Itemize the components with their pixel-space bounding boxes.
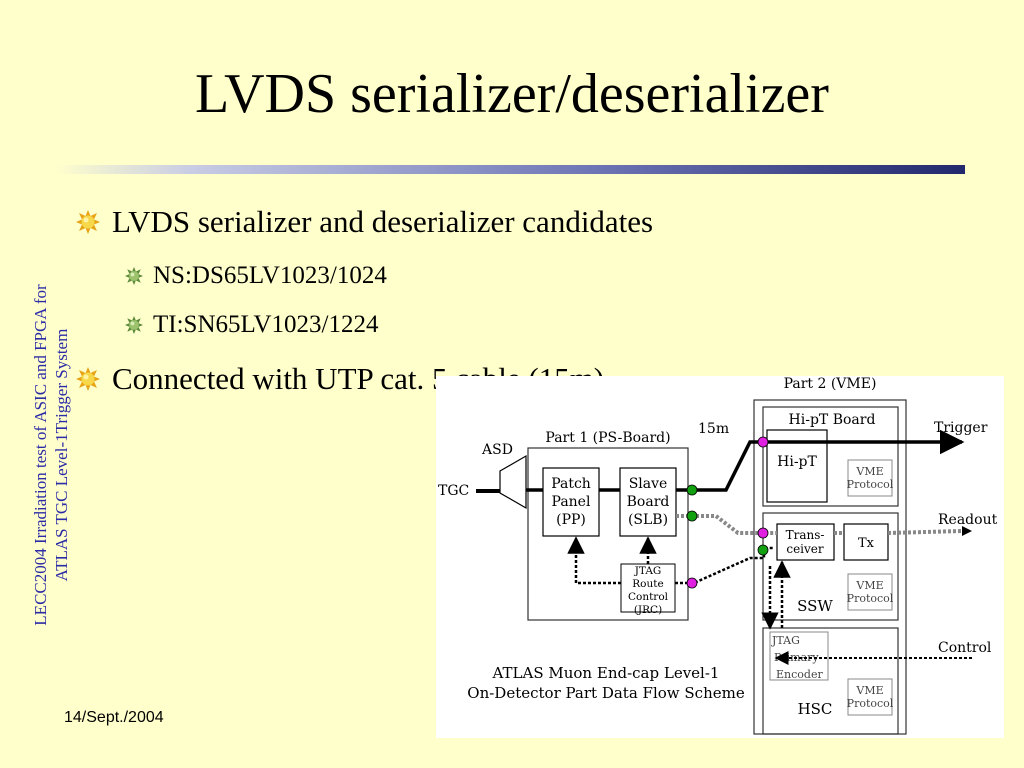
- jrc-line-1: JTAG: [634, 565, 662, 577]
- ssw-label: SSW: [797, 597, 833, 615]
- hipt-board-label: Hi-pT Board: [789, 412, 876, 428]
- slave-board-box: [619, 467, 677, 537]
- vme-protocol-box-1: [847, 459, 893, 497]
- sunburst-bullet-icon: [125, 267, 143, 285]
- ssw-frame: [762, 512, 899, 621]
- sunburst-bullet-icon: [125, 316, 143, 334]
- slave-board-line-1: Slave: [629, 476, 668, 492]
- transceiver-line-1: Trans-: [786, 528, 825, 542]
- vme-protocol-box-2: [847, 573, 893, 611]
- bullet-item: TI:SN65LV1023/1224: [125, 311, 378, 339]
- jrc-line-2: Route: [632, 578, 663, 590]
- footer-date: 14/Sept./2004: [64, 709, 164, 726]
- title-divider: [55, 165, 965, 174]
- side-caption-line-2: ATLAS TGC Level-1Trigger System: [52, 328, 71, 582]
- vme-protocol-1-line-2: Protocol: [847, 478, 894, 491]
- part2-label: Part 2 (VME): [784, 376, 877, 392]
- tx-box: [843, 523, 889, 561]
- readout-output-line: [887, 529, 963, 535]
- hsc-label: HSC: [798, 700, 833, 718]
- hipt-label: Hi-pT: [777, 454, 817, 470]
- sunburst-bullet-icon: [76, 210, 100, 234]
- hsc-frame: [762, 627, 899, 735]
- patch-panel-box: [542, 467, 600, 537]
- slave-board-line-2: Board: [627, 494, 670, 510]
- asd-label: ASD: [481, 442, 513, 458]
- jtag-primary-line-3: Encoder: [776, 668, 823, 681]
- vme-protocol-1-line-1: VME: [855, 465, 883, 478]
- connector-dot: [757, 436, 769, 448]
- control-input-label: Control: [938, 640, 992, 656]
- diagram-caption-line-1: ATLAS Muon End-cap Level-1: [492, 664, 720, 682]
- part1-label: Part 1 (PS-Board): [545, 430, 670, 446]
- patch-panel-line-3: (PP): [556, 512, 586, 528]
- readout-output-label: Readout: [938, 512, 998, 528]
- jrc-box: [620, 563, 676, 613]
- connector-dot: [686, 484, 698, 496]
- trigger-output-label: Trigger: [934, 420, 988, 436]
- patch-panel-line-1: Patch: [551, 476, 591, 492]
- vme-protocol-2-line-1: VME: [855, 579, 883, 592]
- slide-title: LVDS serializer/deserializer: [195, 63, 829, 125]
- trigger-cable-line: [676, 429, 965, 492]
- bullet-text: TI:SN65LV1023/1224: [153, 311, 379, 338]
- vme-protocol-2-line-2: Protocol: [847, 592, 894, 605]
- hipt-board-frame: [762, 406, 899, 507]
- sunburst-bullet-icon: [76, 367, 100, 391]
- patch-panel-line-2: Panel: [552, 494, 591, 510]
- asd-amplifier-symbol: [499, 454, 527, 510]
- bullet-item: NS:DS65LV1023/1024: [125, 262, 387, 290]
- vme-protocol-box-3: [847, 678, 893, 716]
- side-caption-line-1: LECC2004 Irradiation test of ASIC and FP…: [31, 284, 50, 626]
- side-caption: LECC2004 Irradiation test of ASIC and FP…: [30, 250, 72, 660]
- tx-label: Tx: [858, 536, 875, 551]
- readout-arrow-head: [962, 526, 972, 536]
- jrc-line-3: Control: [628, 591, 669, 603]
- connector-dot: [757, 544, 769, 556]
- data-flow-diagram: Part 1 (PS-Board) Part 2 (VME) Hi-pT Boa…: [436, 376, 1004, 738]
- jrc-to-pp-line: [567, 536, 621, 585]
- jrc-line-4: (JRC): [634, 604, 662, 616]
- vme-protocol-3-line-1: VME: [855, 684, 883, 697]
- bullet-text: NS:DS65LV1023/1024: [153, 262, 387, 289]
- vme-protocol-3-line-2: Protocol: [847, 697, 894, 710]
- bullet-text: LVDS serializer and deserializer candida…: [112, 204, 654, 239]
- transceiver-line-2: ceiver: [786, 542, 824, 556]
- jtag-primary-line-1: JTAG: [771, 634, 800, 647]
- bullet-item: LVDS serializer and deserializer candida…: [76, 204, 653, 240]
- connector-dot: [686, 577, 698, 589]
- cable-length-label: 15m: [698, 421, 729, 437]
- diagram-caption-line-2: On-Detector Part Data Flow Scheme: [467, 684, 745, 702]
- part1-frame: [527, 447, 689, 621]
- connector-dot: [757, 527, 769, 539]
- connector-dot: [686, 510, 698, 522]
- transceiver-box: [776, 523, 835, 561]
- tgc-label: TGC: [438, 483, 469, 499]
- slave-board-line-3: (SLB): [628, 512, 668, 528]
